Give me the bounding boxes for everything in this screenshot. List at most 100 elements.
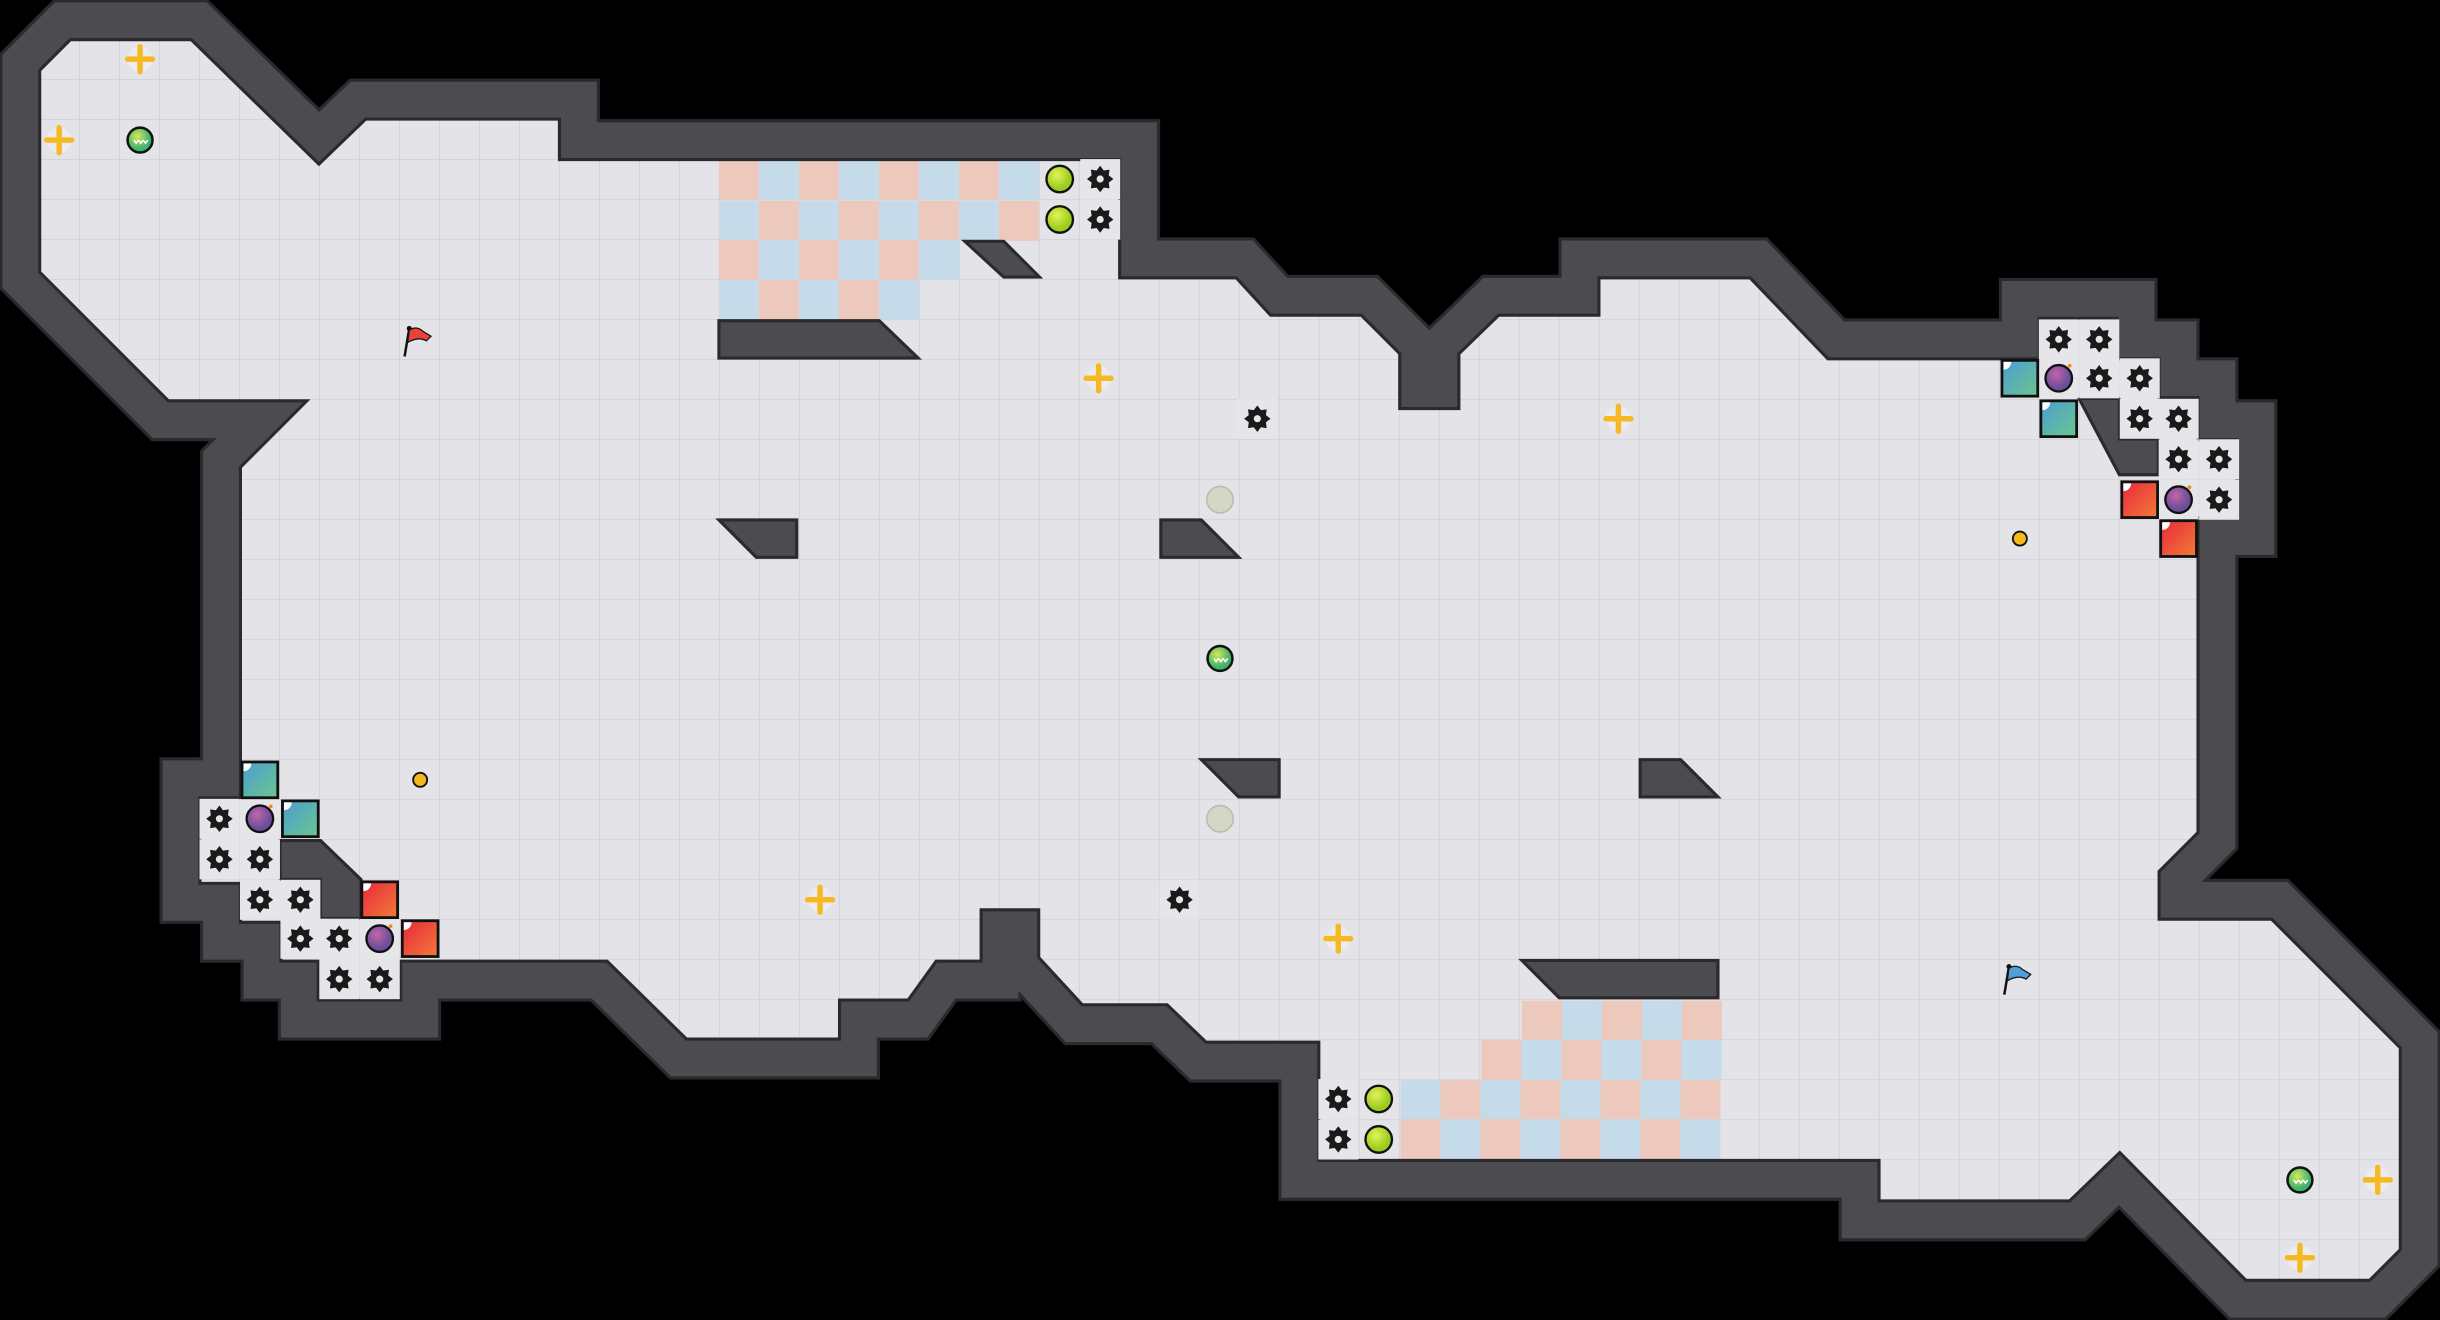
entities: [43, 43, 2393, 1273]
checker-tile: [798, 239, 839, 280]
spike-icon: [1080, 159, 1121, 200]
spike-icon: [2119, 358, 2160, 399]
spike-icon: [359, 959, 400, 1000]
inner-wall-block: [715, 518, 799, 559]
spike-icon: [2119, 398, 2160, 439]
spike-icon: [199, 839, 240, 880]
checker-tile: [1520, 1080, 1561, 1121]
flag-red-icon: [403, 325, 433, 357]
boost-icon: [43, 124, 75, 156]
boost-icon: [1083, 363, 1114, 394]
spike-icon: [239, 839, 280, 880]
inner-wall-block: [1518, 958, 1720, 1000]
spike-icon: [2158, 439, 2199, 480]
spike-icon: [280, 879, 321, 920]
checker-tile: [1600, 1080, 1641, 1121]
spike-icon: [2199, 439, 2240, 480]
spike-icon: [2158, 398, 2199, 439]
button-icon: [1045, 164, 1075, 194]
checker-tile: [718, 160, 759, 201]
team-zone-checkers: [718, 160, 1722, 1160]
boost-icon: [124, 43, 156, 75]
blue-team-tile: [281, 799, 320, 839]
inactive-powerup-icon: [1205, 485, 1235, 514]
bomb-icon: [2158, 479, 2199, 520]
checker-tile: [878, 200, 919, 241]
checker-tile: [1400, 1119, 1441, 1160]
checker-tile: [1560, 1080, 1601, 1121]
checker-tile: [758, 239, 799, 280]
spike-icon: [1237, 398, 1278, 439]
checker-tile: [1521, 1000, 1562, 1041]
checker-tile: [998, 200, 1039, 241]
checker-tile: [878, 160, 919, 201]
jukejuice-powerup-icon: [126, 126, 154, 154]
checker-tile: [1601, 1039, 1642, 1080]
spike-icon: [1080, 199, 1121, 240]
checker-tile: [1601, 1000, 1642, 1041]
spike-icon: [199, 798, 240, 839]
boost-icon: [804, 884, 836, 915]
flag-blue-icon: [2003, 964, 2032, 995]
checker-tile: [1681, 1000, 1722, 1041]
bomb-icon: [239, 798, 280, 839]
checker-tile: [1440, 1119, 1481, 1160]
checker-tile: [798, 160, 839, 201]
inner-wall-block: [1197, 758, 1281, 799]
checker-tile: [838, 280, 879, 321]
checker-tile: [878, 280, 919, 321]
bomb-icon: [2038, 358, 2079, 399]
checker-tile: [758, 200, 799, 241]
inner-wall-block: [960, 239, 1044, 279]
red-team-tile: [2159, 519, 2198, 558]
checker-tile: [1641, 1000, 1682, 1041]
checker-tile: [1640, 1080, 1681, 1121]
checker-tile: [718, 200, 759, 241]
spike-icon: [2199, 479, 2240, 520]
spike-icon: [1318, 1119, 1359, 1160]
checker-tile: [918, 200, 959, 241]
checker-tile: [718, 239, 759, 280]
spike-icon: [319, 918, 360, 959]
checker-tile: [1680, 1080, 1721, 1121]
boost-icon: [2362, 1164, 2393, 1196]
checker-tile: [838, 239, 879, 280]
jukejuice-powerup-icon: [1206, 644, 1234, 673]
inner-wall-block: [717, 319, 922, 360]
button-icon: [1045, 205, 1075, 234]
inner-wall-block: [2076, 396, 2160, 477]
checker-tile: [1641, 1039, 1682, 1080]
checker-tile: [758, 160, 799, 201]
bomb-icon: [359, 918, 400, 959]
checker-tile: [1561, 1000, 1602, 1041]
checker-tile: [718, 280, 759, 321]
checker-tile: [1480, 1080, 1521, 1121]
spike-icon: [2038, 319, 2079, 360]
boost-icon: [1603, 403, 1634, 434]
checker-tile: [798, 200, 839, 241]
jukejuice-powerup-icon: [2286, 1166, 2314, 1194]
boost-icon: [1323, 923, 1354, 954]
small-button-icon: [2011, 530, 2028, 547]
checker-tile: [918, 160, 959, 201]
red-team-tile: [2120, 480, 2159, 519]
checker-tile: [1400, 1080, 1441, 1121]
blue-team-tile: [240, 760, 280, 800]
button-icon: [1364, 1125, 1394, 1154]
checker-tile: [1481, 1039, 1522, 1080]
checker-tile: [798, 280, 839, 321]
spike-icon: [280, 918, 321, 959]
checker-tile: [1560, 1119, 1601, 1160]
checker-tile: [918, 239, 959, 280]
checker-tile: [958, 200, 999, 241]
spike-icon: [2079, 319, 2120, 360]
checker-tile: [1440, 1080, 1481, 1121]
checker-tile: [878, 239, 919, 280]
spike-icon: [1159, 879, 1200, 920]
blue-team-tile: [2039, 399, 2079, 439]
inactive-powerup-icon: [1205, 804, 1235, 833]
checker-tile: [1561, 1039, 1602, 1080]
